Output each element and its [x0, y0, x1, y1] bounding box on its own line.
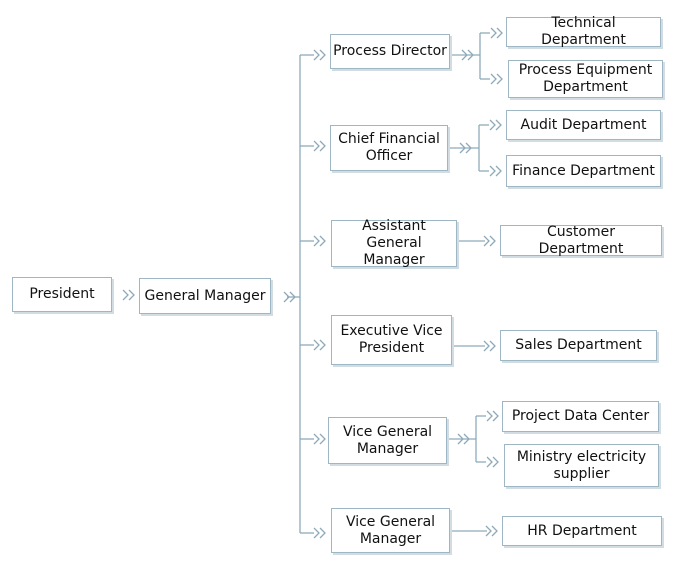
node-vice-general-manager-2: Vice General Manager: [331, 508, 450, 553]
node-chief-financial-officer: Chief Financial Officer: [330, 125, 448, 171]
arrow-sales-department: [483, 340, 496, 352]
node-assistant-general-manager: Assistant General Manager: [331, 218, 457, 268]
arrow-customer-department: [483, 235, 496, 247]
node-process-director: Process Director: [330, 34, 450, 69]
node-general-manager: General Manager: [139, 278, 271, 314]
arrow-ministry-electricity-supplier: [486, 456, 499, 468]
arrow-bus-vice-general-manager-1: [313, 433, 326, 445]
node-customer-department: Customer Department: [500, 224, 662, 257]
arrow-project-data-center: [486, 410, 499, 422]
node-project-data-center: Project Data Center: [502, 401, 659, 432]
node-ministry-electricity-supplier: Ministry electricity supplier: [504, 444, 659, 487]
arrow-finance-department: [489, 165, 502, 177]
arrow-audit-department: [489, 119, 502, 131]
arrow-technical-department: [490, 27, 503, 39]
arrow-president-gm: [122, 289, 135, 301]
node-vice-general-manager-1: Vice General Manager: [328, 417, 447, 464]
node-process-equipment-department: Process Equipment Department: [508, 60, 663, 98]
arrow-bus-vice-general-manager-2: [313, 527, 326, 539]
node-audit-department: Audit Department: [506, 110, 661, 140]
arrow-hr-department: [485, 525, 498, 537]
arrow-bus-process-director: [313, 49, 326, 61]
arrow-bus-assistant-general-manager: [313, 235, 326, 247]
node-technical-department: Technical Department: [506, 15, 661, 48]
node-president: President: [12, 277, 112, 312]
node-sales-department: Sales Department: [500, 330, 657, 361]
arrow-process-equipment-department: [490, 73, 503, 85]
arrow-bus-executive-vice-president: [313, 339, 326, 351]
node-finance-department: Finance Department: [506, 155, 661, 187]
arrow-bus-chief-financial-officer: [313, 140, 326, 152]
node-hr-department: HR Department: [502, 516, 662, 546]
node-executive-vice-president: Executive Vice President: [331, 315, 452, 365]
